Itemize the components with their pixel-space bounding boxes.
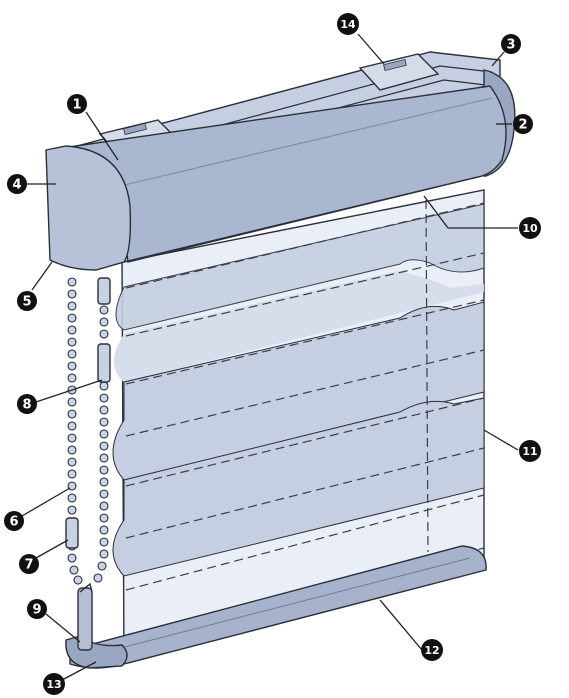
chain-stop-upper [97, 343, 111, 383]
callout-11: 11 [519, 440, 541, 462]
callout-14-number: 14 [340, 18, 356, 31]
chain-stop-lower [65, 517, 79, 549]
callout-13: 13 [43, 673, 65, 695]
callout-8: 8 [17, 394, 37, 414]
leader-lines [21, 33, 519, 681]
callout-1: 1 [67, 94, 87, 114]
callout-6-number: 6 [9, 515, 18, 530]
callout-5: 5 [17, 291, 37, 311]
callout-10-number: 10 [522, 222, 538, 235]
callout-4-number: 4 [12, 178, 21, 193]
callout-9-number: 9 [32, 603, 41, 618]
callout-7: 7 [19, 554, 39, 574]
callout-3-number: 3 [506, 38, 515, 53]
callout-2: 2 [513, 114, 533, 134]
chain-tensioner [77, 587, 93, 651]
callout-2-number: 2 [518, 118, 527, 133]
callout-1-number: 1 [72, 98, 81, 113]
ball-chain [67, 277, 109, 585]
callout-10: 10 [519, 217, 541, 239]
fabric-solid-bands [112, 203, 485, 577]
left-end-cap [45, 145, 132, 271]
callout-14: 14 [337, 13, 359, 35]
callout-7-number: 7 [24, 558, 33, 573]
callout-9: 9 [27, 599, 47, 619]
callout-12: 12 [421, 639, 443, 661]
callout-6: 6 [4, 511, 24, 531]
callout-8-number: 8 [22, 398, 31, 413]
callout-11-number: 11 [522, 445, 537, 458]
callout-4: 4 [7, 174, 27, 194]
chain-top-connector [97, 277, 111, 305]
mounting-bracket-right [358, 53, 440, 91]
callout-13-number: 13 [46, 678, 61, 691]
callout-5-number: 5 [22, 295, 31, 310]
callout-3: 3 [501, 34, 521, 54]
callout-12-number: 12 [424, 644, 439, 657]
